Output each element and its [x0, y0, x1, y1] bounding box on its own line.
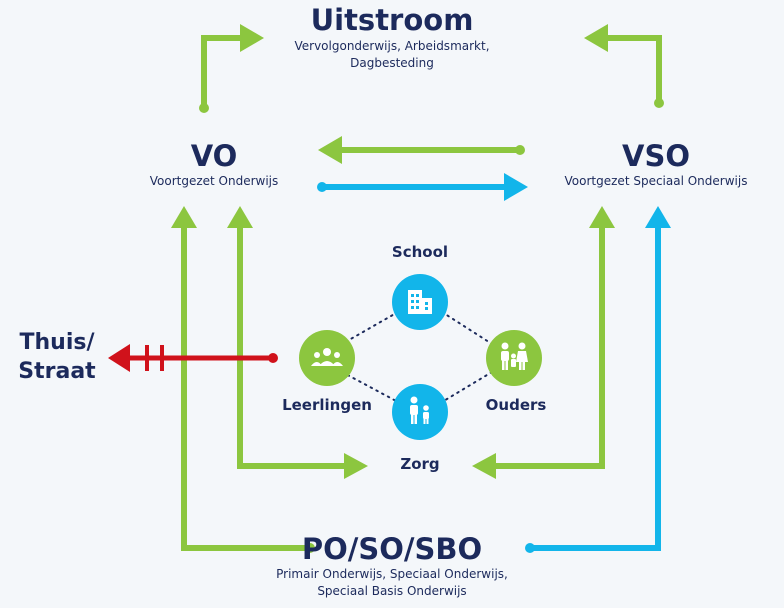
dot-vo-mid: [317, 182, 327, 192]
parent-child-icon: [410, 396, 429, 424]
arrowhead-uitstroom-left: [240, 24, 264, 52]
dot-vso-top: [654, 98, 664, 108]
arrow-vso-to-uitstroom: [600, 35, 662, 103]
arrowhead-thuis: [108, 344, 130, 372]
uitstroom-desc-line2: Dagbesteding: [350, 56, 434, 70]
arrowhead-zorg-from-vso: [472, 453, 496, 479]
leerlingen-label: Leerlingen: [282, 396, 372, 414]
dot-vo-top: [199, 103, 209, 113]
po-desc-line2: Speciaal Basis Onderwijs: [317, 584, 467, 598]
family-icon: [501, 342, 528, 370]
arrow-vo-to-uitstroom: [201, 35, 248, 108]
arrowhead-vo-in: [318, 136, 342, 164]
dotted-connections: [341, 311, 493, 403]
arrowhead-vso-from-po: [645, 206, 671, 228]
vso-title: VSO: [622, 139, 690, 173]
node-leerlingen: [299, 330, 355, 386]
node-ouders: [486, 330, 542, 386]
zorg-label: Zorg: [400, 455, 440, 473]
node-zorg: [392, 384, 448, 440]
node-school: [392, 274, 448, 330]
arrow-po-to-vo: [181, 222, 310, 551]
arrow-vso-zorg: [490, 222, 605, 469]
arrow-po-to-vso: [530, 222, 661, 551]
arrowhead-vso-from-zorg: [589, 206, 615, 228]
building-icon: [408, 290, 432, 314]
arrowhead-zorg-from-vo: [344, 453, 368, 479]
uitstroom-desc-line1: Vervolgonderwijs, Arbeidsmarkt,: [294, 39, 490, 53]
group-icon: [311, 348, 343, 366]
uitstroom-title: Uitstroom: [310, 3, 474, 37]
vso-subtitle: Voortgezet Speciaal Onderwijs: [564, 174, 748, 188]
vo-block: VO Voortgezet Onderwijs: [104, 139, 324, 190]
arrowhead-vso-in: [504, 173, 528, 201]
po-desc-line1: Primair Onderwijs, Speciaal Onderwijs,: [276, 567, 508, 581]
vso-block: VSO Voortgezet Speciaal Onderwijs: [534, 139, 778, 190]
arrowhead-uitstroom-right: [584, 24, 608, 52]
vo-subtitle: Voortgezet Onderwijs: [149, 174, 279, 188]
dot-vso-mid: [515, 145, 525, 155]
arrow-vo-zorg: [237, 222, 350, 469]
uitstroom-block: Uitstroom Vervolgonderwijs, Arbeidsmarkt…: [222, 2, 562, 72]
thuis-block: Thuis/ Straat: [6, 328, 108, 386]
dot-leerlingen-red: [268, 353, 278, 363]
thuis-line1: Thuis/: [19, 330, 95, 355]
dot-po-left: [305, 543, 315, 553]
po-title: PO/SO/SBO: [301, 532, 483, 566]
school-label: School: [391, 243, 449, 261]
ouders-label: Ouders: [485, 396, 547, 414]
vo-title: VO: [190, 139, 238, 173]
dot-po-right: [525, 543, 535, 553]
thuis-line2: Straat: [18, 359, 96, 384]
po-block: PO/SO/SBO Primair Onderwijs, Speciaal On…: [222, 532, 562, 600]
arrowhead-vo-from-zorg: [227, 206, 253, 228]
arrowhead-vo-from-po: [171, 206, 197, 228]
